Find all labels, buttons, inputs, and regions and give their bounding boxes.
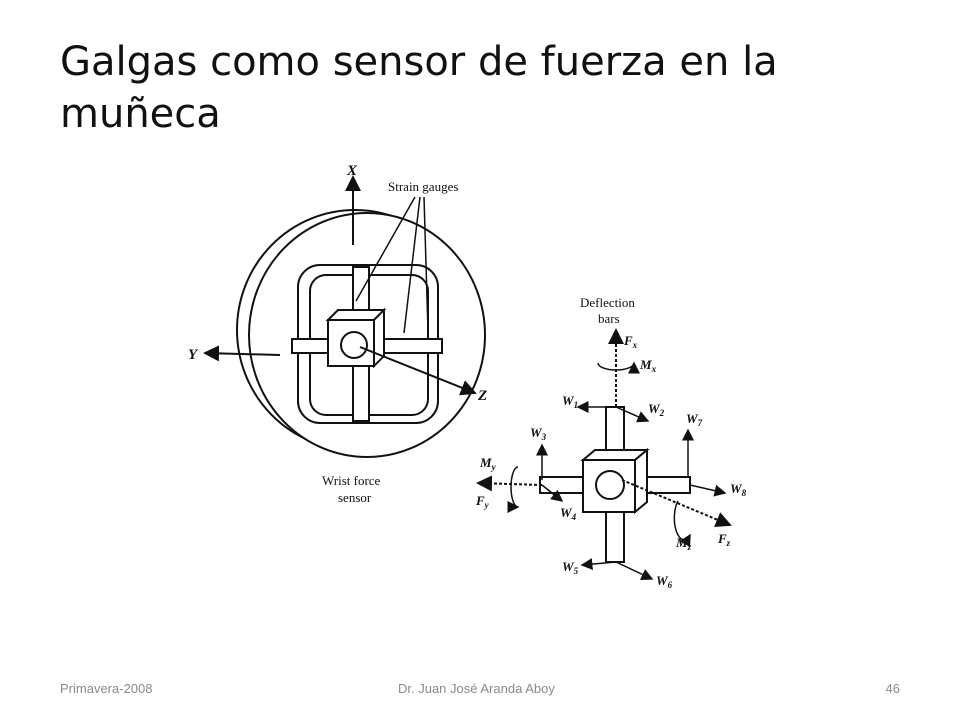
label-Mz: Mz (675, 535, 692, 552)
title-line-1: Galgas como sensor de fuerza en la (60, 39, 778, 85)
label-axis-x: X (346, 163, 358, 179)
label-W8: W8 (730, 481, 747, 498)
label-W2: W2 (648, 401, 665, 418)
label-W4: W4 (560, 505, 577, 522)
label-deflection-line-1: Deflection (580, 295, 635, 310)
label-Fx: Fx (623, 333, 638, 350)
figure-svg: Strain gauges X Y Z Wrist force sensor (188, 163, 747, 590)
title-line-2: muñeca (60, 91, 221, 137)
label-wrist-line-1: Wrist force (322, 473, 381, 488)
footer-author: Dr. Juan José Aranda Aboy (398, 681, 555, 696)
label-Mx: Mx (639, 357, 657, 374)
wrist-force-sensor-figure: Strain gauges X Y Z Wrist force sensor (170, 155, 780, 610)
label-W3: W3 (530, 425, 547, 442)
label-W1: W1 (562, 393, 578, 410)
label-axis-y: Y (188, 347, 199, 363)
axis-y-line (203, 345, 281, 362)
slide-title: Galgas como sensor de fuerza en la muñec… (60, 36, 880, 140)
label-My: My (479, 455, 497, 472)
label-W6: W6 (656, 573, 673, 590)
label-axis-z: Z (477, 388, 487, 404)
footer-left: Primavera-2008 (60, 681, 153, 696)
label-strain-gauges: Strain gauges (388, 179, 458, 194)
axis-z-line (359, 346, 477, 396)
gauge-pointer-2 (403, 196, 421, 334)
deflection-bars-drawing (476, 328, 732, 580)
label-wrist-line-2: sensor (338, 490, 372, 505)
gauge-pointer-1 (355, 196, 416, 302)
slide-number: 46 (885, 681, 900, 696)
label-W7: W7 (686, 411, 703, 428)
label-W5: W5 (562, 559, 579, 576)
label-deflection-line-2: bars (598, 311, 620, 326)
wrist-sensor-drawing (203, 175, 486, 458)
label-Fy: Fy (475, 493, 490, 510)
label-Fz: Fz (717, 531, 731, 548)
gauge-pointer-3 (423, 196, 429, 332)
